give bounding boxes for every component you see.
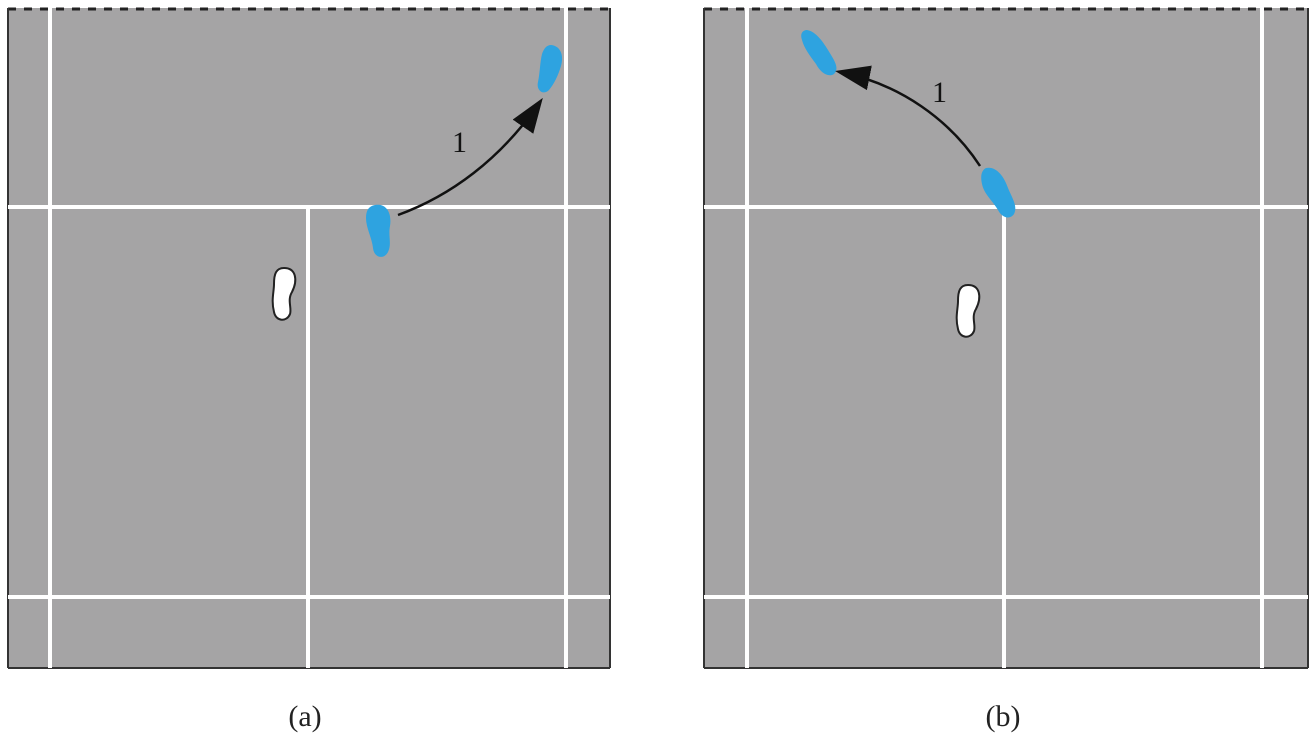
idle-footprint	[271, 266, 297, 321]
end-footprint	[537, 45, 563, 93]
step-label: 1	[452, 126, 467, 159]
caption-a: (a)	[288, 700, 322, 733]
movement-arrow	[835, 65, 982, 167]
court-diagram-a: 1	[7, 7, 611, 669]
movement-arrow	[397, 97, 543, 217]
idle-footprint	[955, 283, 981, 338]
caption-b: (b)	[985, 700, 1021, 733]
start-footprint	[981, 167, 1016, 218]
start-footprint	[366, 204, 391, 257]
end-footprint	[801, 30, 837, 76]
court-diagram-b: 1	[703, 7, 1309, 669]
step-label: 1	[932, 76, 947, 109]
